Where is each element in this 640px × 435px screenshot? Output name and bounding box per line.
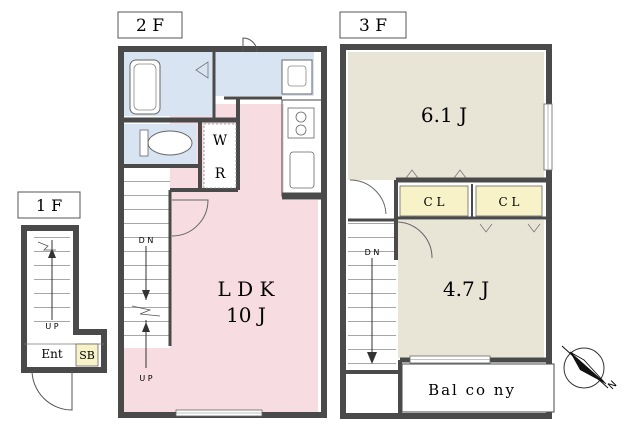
floor-3f-closet-2-label: C L <box>499 195 520 209</box>
floor-3f-balcony <box>401 363 555 413</box>
floor-2f-stairs <box>124 168 170 344</box>
floor-1f-stairs-up: U P <box>45 322 58 331</box>
floor-2f-ldk-kitchen-area <box>240 104 284 194</box>
floor-2f-toilet-bowl <box>147 130 193 156</box>
floor-3f-closet-1-doors <box>405 169 467 179</box>
floor-1f-entrance-door <box>31 369 73 411</box>
floor-2f-stove <box>287 107 315 139</box>
floor-3f-label: 3 F <box>359 16 387 36</box>
floor-3f-outer-wall <box>340 44 552 419</box>
floor-3f-hall <box>348 180 398 220</box>
floor-2f-washroom-w: W <box>213 133 228 149</box>
floor-2f-washbasin-bowl <box>287 65 307 87</box>
floor-3f-room-2 <box>398 220 544 358</box>
floor-1f-label-box <box>17 191 81 219</box>
compass-axis <box>561 345 609 389</box>
floor-2f-burner-2 <box>295 124 307 136</box>
floor-2f-bathtub-inner <box>133 63 157 111</box>
floor-1f-stair-break <box>37 241 56 251</box>
floor-3f: 3 F C L C L D N <box>339 11 555 419</box>
floor-3f-balcony-label: Bal co ny <box>428 381 516 399</box>
floor-3f-room-1-size: 6.1 J <box>421 103 467 127</box>
floor-3f-room-2-size: 4.7 J <box>443 277 489 301</box>
floor-2f-washroom-r: R <box>215 166 226 182</box>
floor-2f-stair-up-arrowhead <box>142 322 150 332</box>
floor-1f-shoebox-label: SB <box>79 349 95 362</box>
floor-1f-entrance: Ent <box>41 347 62 361</box>
floor-2f-label: 2 F <box>136 16 164 36</box>
floor-2f-ldk-size: 10 J <box>226 303 266 327</box>
floor-3f-closet-1-label: C L <box>424 195 445 209</box>
floor-2f-wr-closet <box>203 123 237 189</box>
floor-1f: 1 F U P Ent SB <box>17 191 107 411</box>
floor-2f-toilet-tank <box>139 129 149 157</box>
floor-2f-stair-down-arrowhead <box>142 290 150 300</box>
floor-2f-ldk-door <box>171 199 209 237</box>
floor-2f-ldk-name: L D K <box>218 277 276 301</box>
floor-3f-closet-2-doors <box>479 223 541 233</box>
floor-3f-room-1 <box>348 52 544 180</box>
floor-3f-room1-door <box>349 179 387 215</box>
floor-2f-kitchen-sink <box>289 151 315 189</box>
floor-1f-shoebox <box>75 343 99 367</box>
floor-1f-stair-arrowhead <box>48 248 56 258</box>
floor-3f-closet-2 <box>475 185 543 217</box>
floor-2f-stair-break <box>131 305 161 317</box>
floor-2f-label-box <box>117 11 183 39</box>
floor-3f-stair-arrowhead <box>367 352 377 364</box>
floor-2f-top-door <box>242 37 258 53</box>
floor-2f-stairs-up: U P <box>139 374 152 383</box>
floor-2f-washbasin <box>281 59 313 95</box>
floor-2f: 2 F D N U P <box>117 11 327 418</box>
floor-3f-closet-1 <box>399 185 469 217</box>
floor-2f-stairs-down: D N <box>139 236 154 245</box>
floor-2f-bath-door-mark <box>195 61 209 79</box>
compass-needle-light <box>569 351 607 385</box>
floor-3f-room2-door <box>397 221 433 259</box>
floor-2f-bathtub <box>129 59 161 115</box>
floor-3f-label-box <box>339 11 407 39</box>
floor-2f-burner-1 <box>295 111 307 123</box>
compass: N <box>561 345 619 392</box>
floor-1f-label: 1 F <box>36 196 62 215</box>
compass-north-label: N <box>606 379 619 392</box>
floor-3f-stairs-down: D N <box>365 248 380 257</box>
